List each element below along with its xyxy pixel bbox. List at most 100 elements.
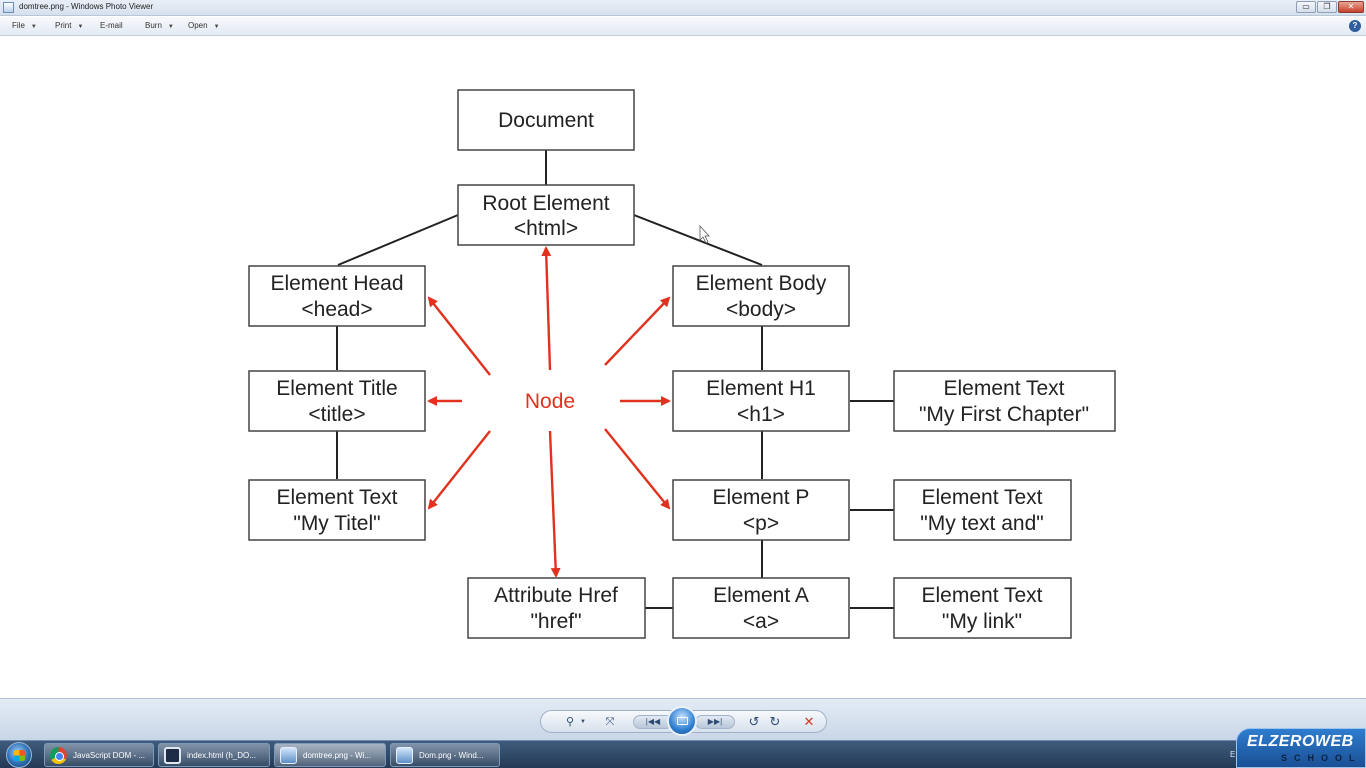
arrow-to-title-text [427,430,491,510]
taskbar-item-photo-viewer[interactable]: Dom.png - Wind... [390,743,500,767]
tree-connectors [336,150,894,609]
box-h1-line2: <h1> [737,403,785,426]
box-attribute-href: Attribute Href "href" [467,577,646,639]
box-body-line2: <body> [726,298,796,321]
chevron-down-icon: ▼ [30,24,37,30]
help-icon[interactable]: ? [1349,20,1361,32]
delete-icon[interactable]: ✕ [803,714,815,729]
slideshow-button[interactable] [667,706,697,736]
close-button[interactable]: ✕ [1338,1,1364,13]
box-title-line2: <title> [308,403,365,426]
box-p-line2: <p> [743,512,779,535]
box-p-text-line1: Element Text [921,486,1042,509]
title-bar: domtree.png - Windows Photo Viewer ▭ ❐ ✕ [0,0,1366,16]
box-a-text-line2: "My link" [942,610,1022,633]
box-root-line2: <html> [514,217,578,240]
chevron-down-icon: ▼ [213,24,220,30]
photo-viewer-icon [3,2,14,13]
menu-burn-label: Burn [145,21,162,30]
menu-file-label: File [12,21,25,30]
box-element-a: Element A <a> [672,577,850,639]
taskbar: JavaScript DOM - ... index.html (h_DO...… [0,740,1366,768]
box-document-line1: Document [498,109,594,132]
taskbar-item-label: index.html (h_DO... [187,751,256,760]
arrow-to-p [604,428,671,510]
menu-open[interactable]: Open ▼ [188,21,220,30]
box-a-line1: Element A [713,584,809,607]
box-root-line1: Root Element [482,192,609,215]
menu-email[interactable]: E-mail [100,21,123,30]
photo-viewer-icon [396,747,413,764]
dom-tree-diagram: Document Root Element <html> Element Hea… [248,89,1116,639]
arrow-to-body [604,296,671,366]
box-element-head: Element Head <head> [248,265,426,327]
rotate-counterclockwise-icon[interactable]: ↺ [748,714,760,729]
box-element-title: Element Title <title> [248,370,426,432]
box-a-line2: <a> [743,610,779,633]
mouse-cursor-icon [699,224,710,244]
box-title-line1: Element Title [276,377,397,400]
image-canvas: Document Root Element <html> Element Hea… [0,37,1366,698]
window-title: domtree.png - Windows Photo Viewer [19,2,154,11]
arrow-to-root [541,246,552,371]
box-title-text-line1: Element Text [276,486,397,509]
watermark-brand: ELZEROWEB [1247,733,1354,750]
box-head-line1: Element Head [270,272,403,295]
taskbar-item-photo-viewer-active[interactable]: domtree.png - Wi... [274,743,386,767]
box-a-text-line1: Element Text [921,584,1042,607]
watermark-sub: SCHOOL [1281,753,1362,763]
box-p-text-line2: "My text and" [920,512,1043,535]
zoom-icon[interactable]: ⚲ [565,716,575,728]
box-h1-text-line2: "My First Chapter" [919,403,1089,426]
taskbar-item-label: domtree.png - Wi... [303,751,372,760]
box-body-line1: Element Body [696,272,827,295]
box-element-p: Element P <p> [672,479,850,541]
rotate-clockwise-icon[interactable]: ↻ [769,714,781,729]
previous-button[interactable]: |◀◀ [633,715,673,729]
taskbar-item-chrome[interactable]: JavaScript DOM - ... [44,743,154,767]
minimize-button[interactable]: ▭ [1296,1,1316,13]
start-button[interactable] [6,742,32,768]
slideshow-icon [677,717,688,725]
next-button[interactable]: ▶▶| [695,715,735,729]
chevron-down-icon: ▼ [167,24,174,30]
taskbar-item-label: JavaScript DOM - ... [73,751,146,760]
windows-logo-icon [14,750,25,761]
connector-root-head [337,214,459,266]
actual-size-icon[interactable]: ⤧ [605,716,615,728]
box-element-text-title: Element Text "My Titel" [248,479,426,541]
box-href-line1: Attribute Href [494,584,618,607]
chevron-down-icon: ▼ [77,24,84,30]
box-element-body: Element Body <body> [672,265,850,327]
box-href-line2: "href" [530,610,581,633]
menu-print[interactable]: Print ▼ [55,21,83,30]
maximize-button[interactable]: ❐ [1317,1,1337,13]
editor-icon [164,747,181,764]
connector-root-body [633,214,763,266]
box-h1-text-line1: Element Text [943,377,1064,400]
box-element-text-p: Element Text "My text and" [893,479,1072,541]
box-element-h1: Element H1 <h1> [672,370,850,432]
menu-bar: File ▼ Print ▼ E-mail Burn ▼ Open ▼ ? [0,17,1366,36]
box-element-text-a: Element Text "My link" [893,577,1072,639]
menu-burn[interactable]: Burn ▼ [145,21,174,30]
chevron-down-icon[interactable]: ▼ [580,719,586,725]
arrow-to-href [548,430,561,578]
box-h1-line1: Element H1 [706,377,816,400]
menu-print-label: Print [55,21,72,30]
viewer-controls: ⚲ ▼ ⤧ |◀◀ ▶▶| ↺ ↻ ✕ [540,706,827,736]
arrow-to-head [427,296,491,376]
menu-file[interactable]: File ▼ [12,21,37,30]
box-p-line1: Element P [713,486,810,509]
menu-email-label: E-mail [100,21,123,30]
box-title-text-line2: "My Titel" [293,512,380,535]
menu-open-label: Open [188,21,208,30]
language-indicator[interactable]: EN [1230,750,1241,759]
box-element-text-h1: Element Text "My First Chapter" [893,370,1116,432]
viewer-control-bar: ⚲ ▼ ⤧ |◀◀ ▶▶| ↺ ↻ ✕ [0,698,1366,740]
node-arrows [427,246,671,578]
taskbar-item-editor[interactable]: index.html (h_DO... [158,743,270,767]
box-document: Document [457,89,635,151]
taskbar-item-label: Dom.png - Wind... [419,751,484,760]
box-head-line2: <head> [301,298,372,321]
